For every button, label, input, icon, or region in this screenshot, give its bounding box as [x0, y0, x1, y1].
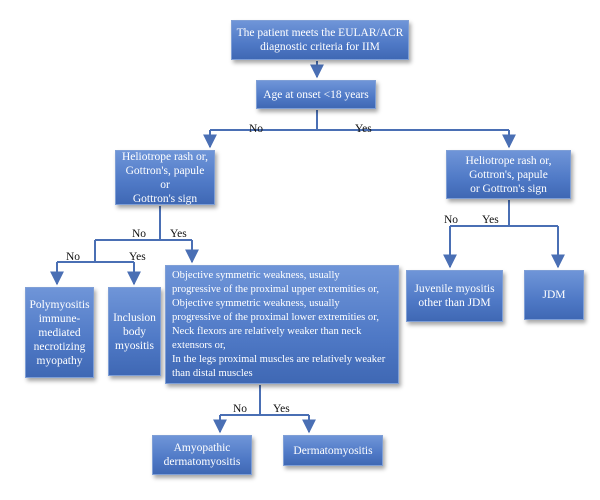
node-weakness-text: Objective symmetric weakness, usually pr… — [172, 269, 386, 379]
node-amyopathic-text: Amyopathic dermatomyositis — [163, 442, 241, 468]
label-weakness-no: No — [233, 403, 248, 415]
label-helio-right-yes: Yes — [482, 214, 499, 226]
node-jdm: JDM — [524, 270, 584, 320]
label-helio-right-no: No — [444, 214, 459, 226]
node-age: Age at onset <18 years — [256, 80, 376, 109]
node-age-text: Age at onset <18 years — [263, 88, 369, 101]
label-helio-left-yes: Yes — [170, 228, 187, 240]
label-age-yes: Yes — [355, 123, 372, 135]
node-polymyositis: Polymyositis immune- mediated necrotizin… — [25, 287, 94, 378]
node-root: The patient meets the EULAR/ACR diagnost… — [231, 20, 409, 60]
node-dermatomyositis: Dermatomyositis — [283, 435, 383, 466]
node-amyopathic: Amyopathic dermatomyositis — [152, 435, 252, 475]
node-polymyositis-text: Polymyositis immune- mediated necrotizin… — [29, 298, 90, 367]
label-mid-no: No — [66, 251, 81, 263]
label-mid-yes: Yes — [129, 251, 146, 263]
label-weakness-yes: Yes — [273, 403, 290, 415]
node-weakness: Objective symmetric weakness, usually pr… — [165, 265, 399, 384]
node-dermatomyositis-text: Dermatomyositis — [293, 444, 373, 457]
node-jdm-text: JDM — [542, 289, 566, 301]
node-inclusion: Inclusion body myositis — [108, 287, 161, 376]
node-inclusion-text: Inclusion body myositis — [113, 311, 156, 352]
node-juvenile: Juvenile myositis other than JDM — [406, 270, 503, 322]
label-age-no: No — [249, 123, 264, 135]
node-helio-left-text: Heliotrope rash or, Gottron's, papule or… — [121, 150, 209, 205]
node-helio-left: Heliotrope rash or, Gottron's, papule or… — [115, 150, 215, 205]
node-root-text: The patient meets the EULAR/ACR diagnost… — [236, 27, 404, 53]
node-juvenile-text: Juvenile myositis other than JDM — [414, 283, 495, 309]
node-helio-right: Heliotrope rash or, Gottron's, papule or… — [446, 150, 571, 199]
node-helio-right-text: Heliotrope rash or, Gottron's, papule or… — [465, 154, 552, 195]
label-helio-left-no: No — [132, 228, 147, 240]
